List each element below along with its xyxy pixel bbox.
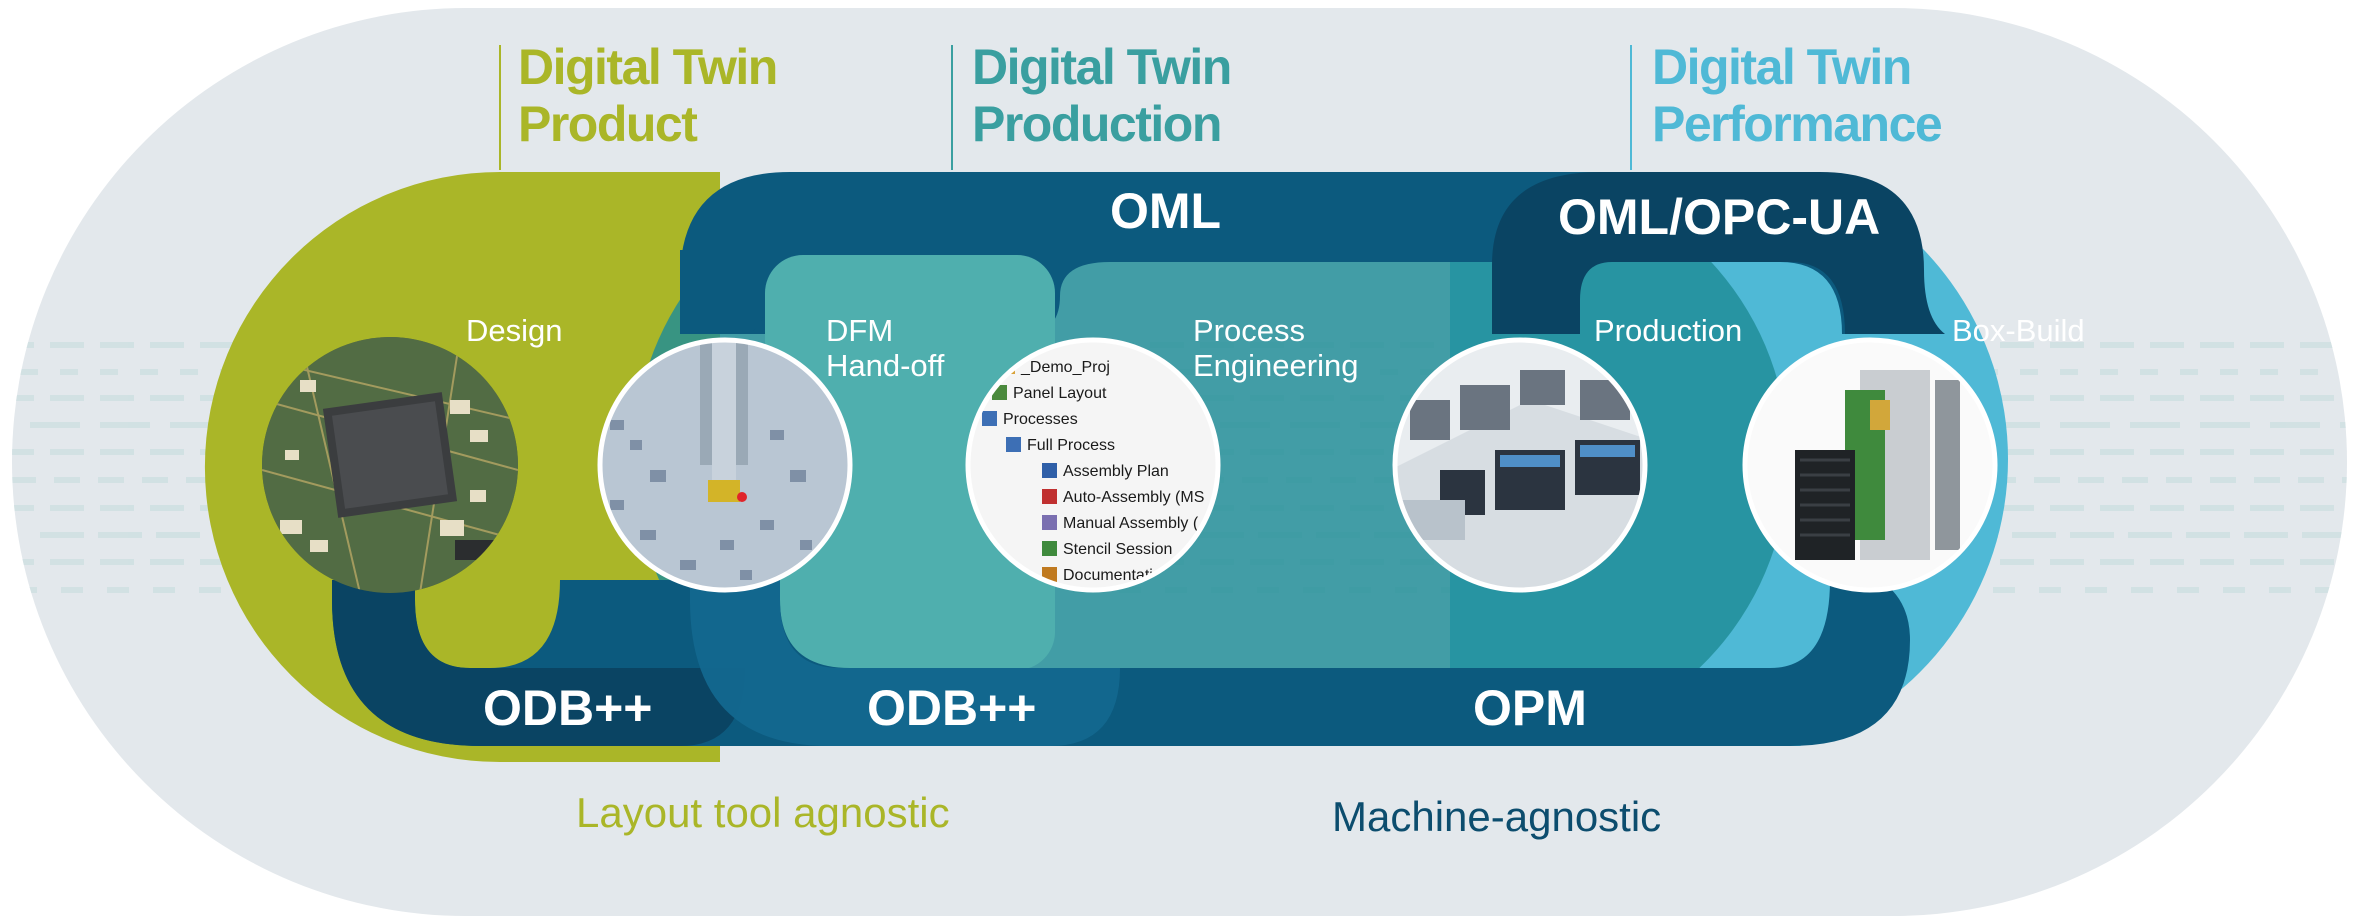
process-tree-item: Assembly Plan (1063, 463, 1169, 480)
header-production-line2: Production (972, 96, 1221, 152)
stage-label-box-build: Box-Build (1952, 313, 2085, 348)
bottom-band-mid (690, 580, 1120, 746)
header-performance-line2: Performance (1652, 96, 1942, 152)
process-tree-item: Full Process (1027, 437, 1115, 454)
dfm-image (600, 340, 850, 590)
oml-band-left-leg (680, 250, 765, 334)
box-build-image (1745, 340, 1995, 590)
bottom-band-left (332, 580, 745, 746)
process-tree-icon (982, 411, 997, 426)
dfm-panel (765, 255, 1055, 670)
process-tree-icon (1006, 437, 1021, 452)
process-tree-item: Auto-Assembly (MS (1063, 489, 1204, 506)
stage-label-process-line1: Process (1193, 313, 1305, 348)
header-product-line2: Product (518, 96, 698, 152)
format-odb-left: ODB++ (483, 680, 653, 736)
design-image (262, 337, 518, 593)
stage-label-production: Production (1594, 313, 1742, 348)
process-tree-icon (1042, 541, 1057, 556)
process-tree-item: Panel Layout (1013, 385, 1107, 402)
process-tree-icon (1042, 463, 1057, 478)
process-tree-item: _Demo_Proj (1020, 359, 1110, 376)
format-opm: OPM (1473, 680, 1587, 736)
stage-label-process-line2: Engineering (1193, 348, 1358, 383)
note-machine-agnostic: Machine-agnostic (1332, 793, 1661, 840)
process-tree-item: Manual Assembly ( (1063, 515, 1199, 532)
stage-label-dfm-line1: DFM (826, 313, 893, 348)
format-oml-opcua: OML/OPC-UA (1558, 189, 1880, 245)
stage-label-dfm-line2: Hand-off (826, 348, 945, 383)
note-layout-agnostic: Layout tool agnostic (576, 789, 950, 836)
header-product-line1: Digital Twin (518, 39, 777, 95)
process-tree-item: Stencil Session (1063, 541, 1172, 558)
stage-label-design: Design (466, 313, 563, 348)
process-tree-icon (1042, 515, 1057, 530)
production-image (1395, 340, 1645, 590)
header-production-line1: Digital Twin (972, 39, 1231, 95)
format-oml: OML (1110, 183, 1221, 239)
circle-rings (597, 337, 1998, 593)
oml-opcua-band (1492, 172, 1945, 334)
format-odb-mid: ODB++ (867, 680, 1037, 736)
header-performance-line1: Digital Twin (1652, 39, 1911, 95)
process-tree-item: Processes (1003, 411, 1078, 428)
process-tree-icon (1042, 489, 1057, 504)
